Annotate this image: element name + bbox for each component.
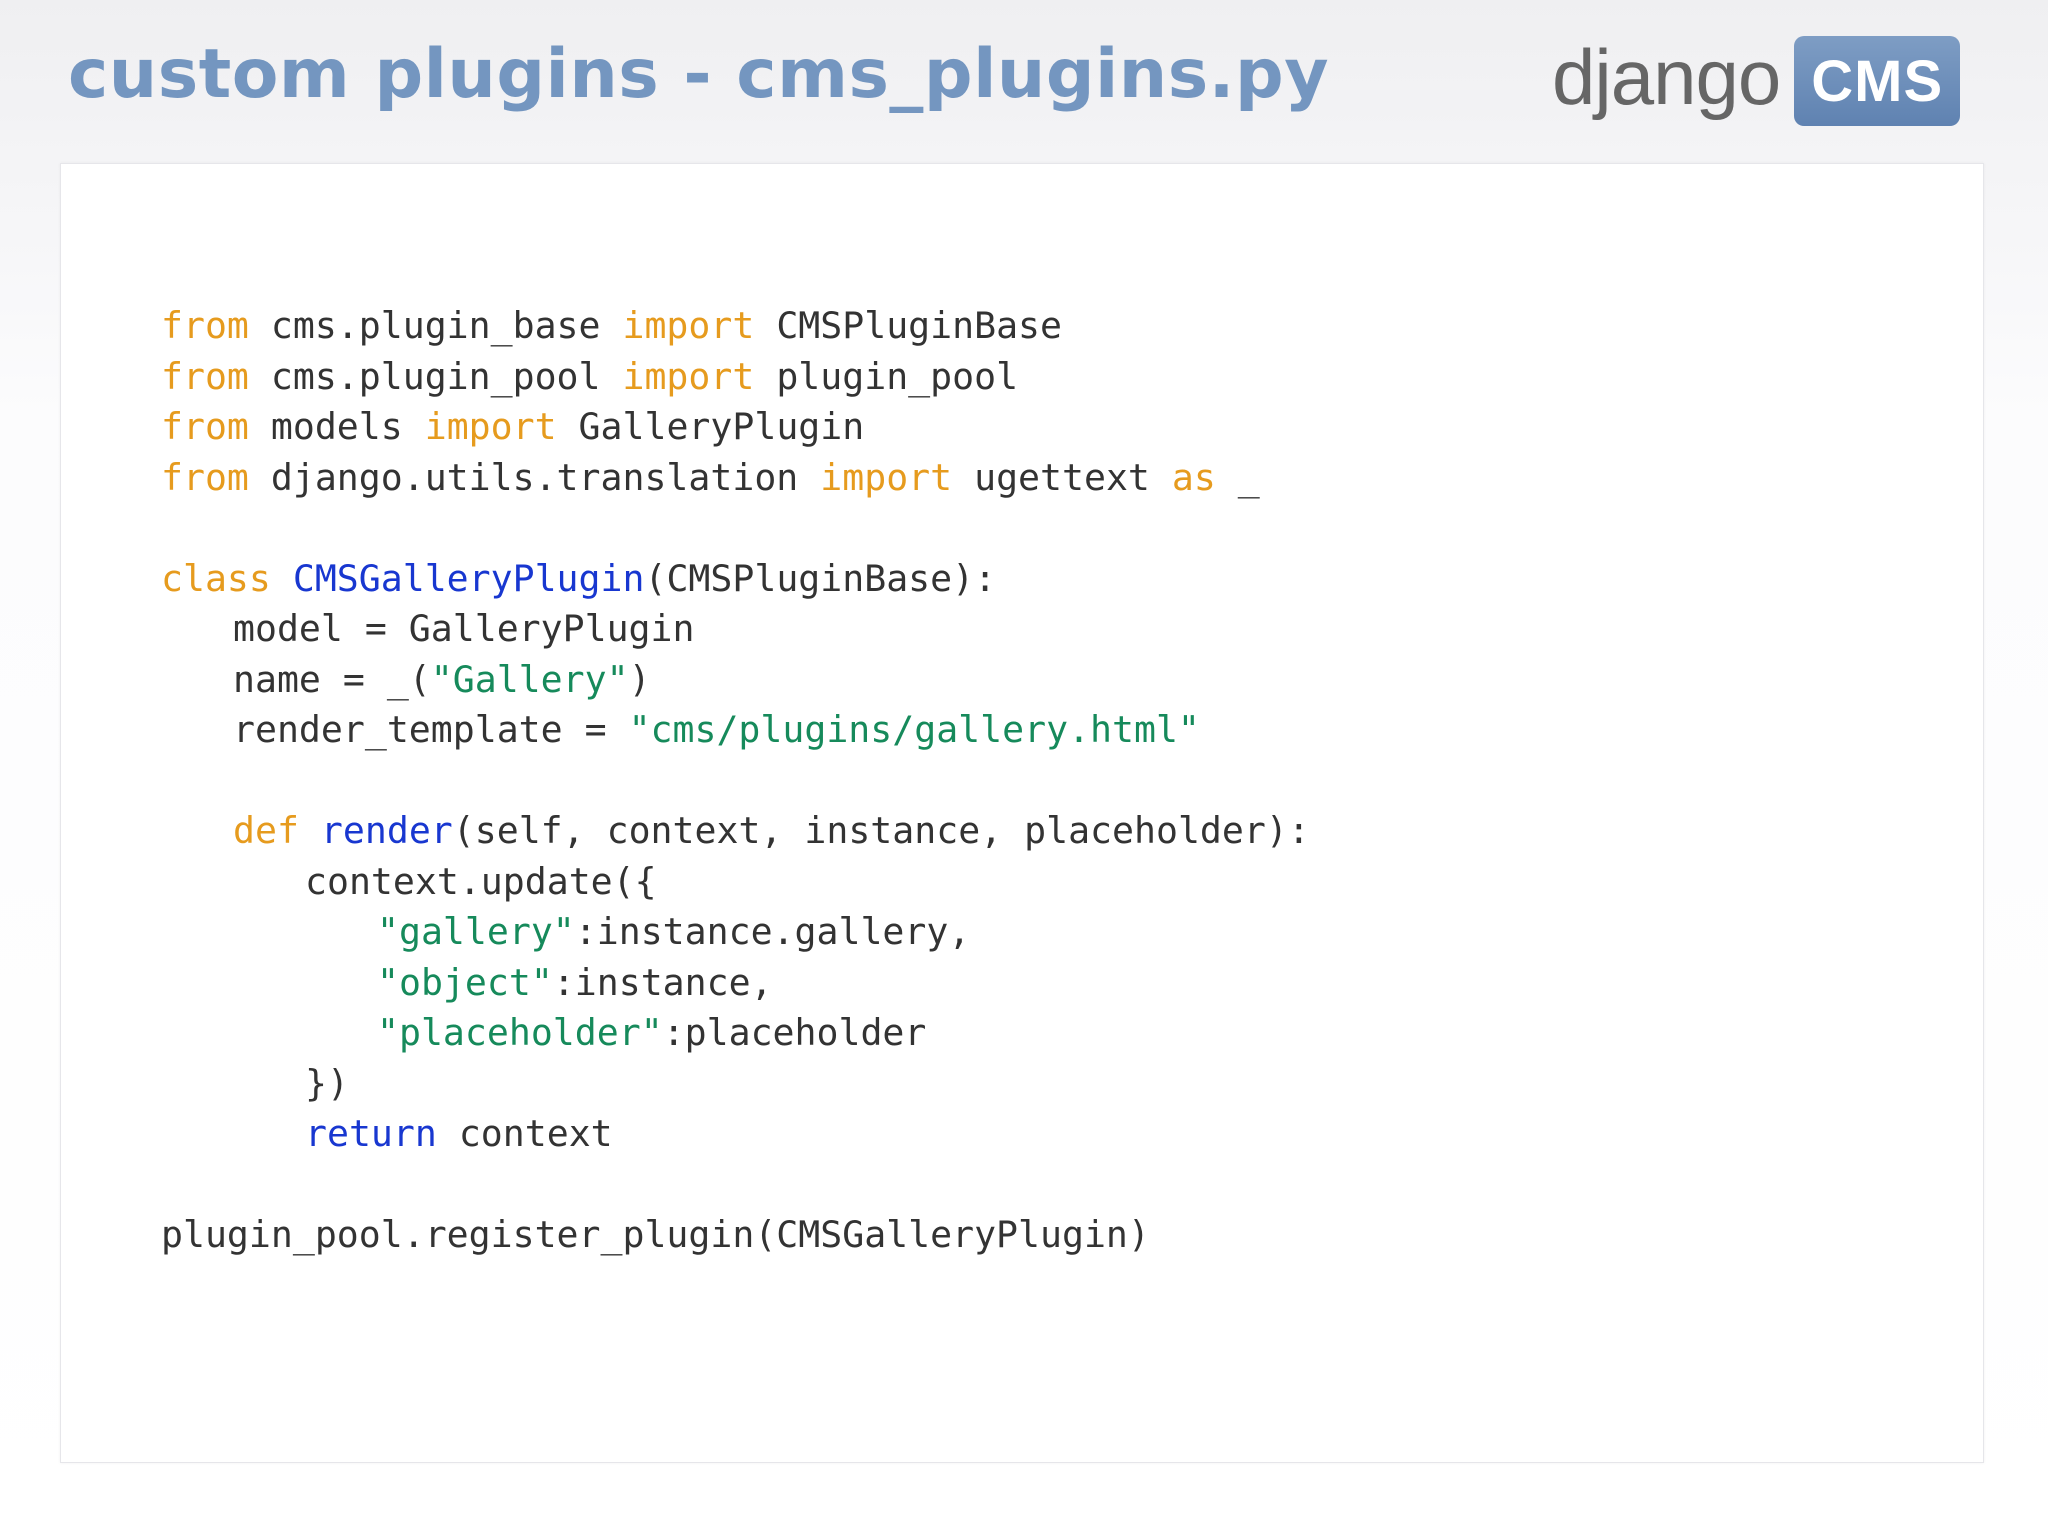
- code-text: (CMSPluginBase):: [644, 556, 997, 600]
- code-text: }): [305, 1061, 349, 1105]
- code-text: model = GalleryPlugin: [233, 607, 695, 650]
- class-name: CMSGalleryPlugin: [292, 556, 645, 600]
- keyword: from: [161, 354, 249, 398]
- code-text: cms.plugin_pool: [248, 354, 623, 398]
- code-line-12: "object":instance,: [161, 958, 1310, 1009]
- code-line-15: return context: [161, 1109, 1310, 1160]
- keyword: import: [424, 405, 557, 448]
- code-text: ugettext: [952, 455, 1172, 499]
- string-literal: "Gallery": [430, 657, 629, 701]
- code-line-13: "placeholder":placeholder: [161, 1008, 1310, 1059]
- keyword: def: [233, 809, 299, 852]
- code-line-4: from django.utils.translation import uge…: [161, 453, 1310, 504]
- code-text: GalleryPlugin: [556, 405, 865, 448]
- code-text: CMSPluginBase: [754, 304, 1062, 347]
- keyword: import: [820, 455, 953, 499]
- code-text: :instance,: [552, 960, 773, 1004]
- code-text: context: [436, 1112, 613, 1155]
- code-panel: from cms.plugin_base import CMSPluginBas…: [60, 163, 1984, 1463]
- keyword-return: return: [305, 1112, 437, 1155]
- code-text: name = _(: [233, 657, 431, 701]
- string-literal: "placeholder": [377, 1011, 663, 1054]
- code-line-8: render_template = "cms/plugins/gallery.h…: [161, 705, 1310, 756]
- string-literal: "cms/plugins/gallery.html": [628, 708, 1200, 751]
- code-blank-line: [161, 1160, 1310, 1211]
- code-line-6: model = GalleryPlugin: [161, 604, 1310, 655]
- code-line-2: from cms.plugin_pool import plugin_pool: [161, 352, 1310, 403]
- function-name: render: [320, 809, 453, 852]
- code-blank-line: [161, 503, 1310, 554]
- code-line-11: "gallery":instance.gallery,: [161, 907, 1310, 958]
- code-text: (self, context, instance, placeholder):: [452, 809, 1310, 852]
- code-text: [299, 809, 321, 852]
- logo-wordmark: django: [1552, 33, 1781, 121]
- keyword: from: [161, 405, 249, 448]
- slide-title: custom plugins - cms_plugins.py: [68, 35, 1330, 114]
- code-line-16: plugin_pool.register_plugin(CMSGalleryPl…: [161, 1210, 1310, 1261]
- code-text: cms.plugin_base: [248, 304, 623, 347]
- django-cms-logo: django CMS: [1552, 33, 1961, 126]
- logo-badge: CMS: [1794, 36, 1961, 126]
- code-block: from cms.plugin_base import CMSPluginBas…: [161, 301, 1310, 1261]
- keyword: from: [161, 455, 249, 499]
- code-line-9: def render(self, context, instance, plac…: [161, 806, 1310, 857]
- keyword: import: [622, 304, 755, 347]
- keyword: as: [1171, 455, 1216, 499]
- code-text: models: [248, 405, 425, 448]
- keyword: from: [161, 304, 249, 347]
- string-literal: "object": [377, 960, 553, 1004]
- keyword: class: [161, 556, 271, 600]
- keyword: import: [622, 354, 755, 398]
- code-text: plugin_pool.register_plugin(CMSGalleryPl…: [161, 1213, 1150, 1256]
- code-line-3: from models import GalleryPlugin: [161, 402, 1310, 453]
- code-blank-line: [161, 756, 1310, 807]
- code-line-1: from cms.plugin_base import CMSPluginBas…: [161, 301, 1310, 352]
- code-text: :instance.gallery,: [574, 910, 971, 953]
- code-text: render_template =: [233, 708, 629, 751]
- code-text: django.utils.translation: [248, 455, 821, 499]
- string-literal: "gallery": [377, 910, 575, 953]
- code-text: context.update({: [305, 859, 657, 903]
- code-text: _: [1215, 455, 1260, 499]
- code-line-5: class CMSGalleryPlugin(CMSPluginBase):: [161, 554, 1310, 605]
- code-line-14: }): [161, 1059, 1310, 1110]
- code-line-7: name = _("Gallery"): [161, 655, 1310, 706]
- code-line-10: context.update({: [161, 857, 1310, 908]
- code-text: plugin_pool: [754, 354, 1019, 398]
- code-text: :placeholder: [662, 1011, 927, 1054]
- code-text: [271, 557, 293, 600]
- code-text: ): [628, 657, 651, 701]
